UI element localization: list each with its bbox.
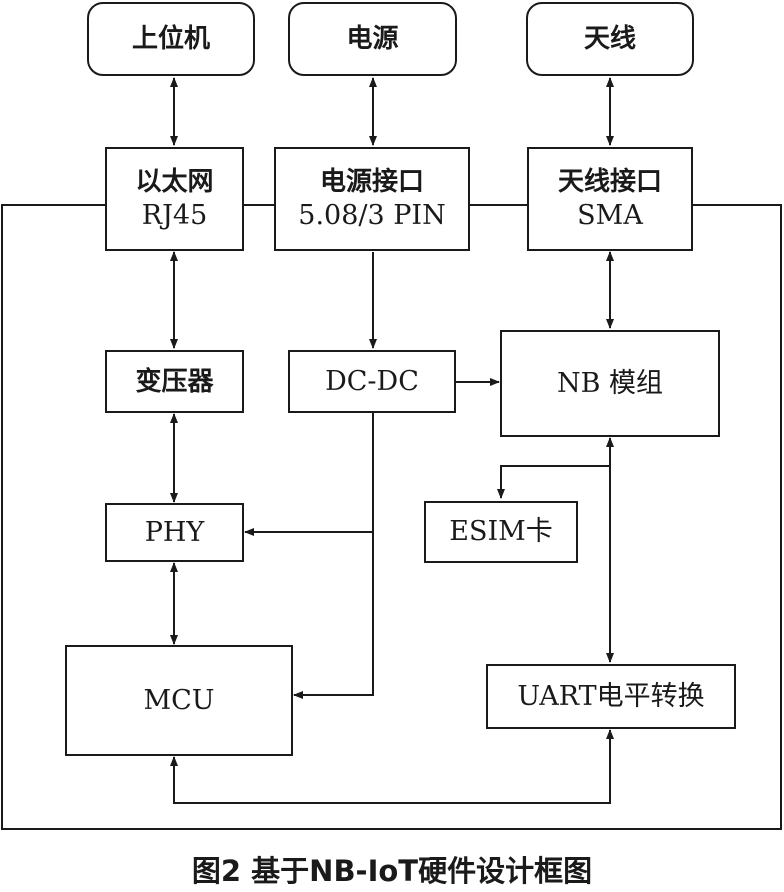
antenna-label: 天线: [583, 24, 636, 54]
dcdc-label: DC-DC: [325, 365, 419, 397]
sma-label: SMA: [577, 200, 643, 231]
figure-caption: 图2 基于NB-IoT硬件设计框图: [191, 854, 593, 888]
esim-node: ESIM卡: [424, 501, 578, 563]
uart-level-shift-node: UART电平转换: [486, 664, 736, 729]
nb-module-label: NB 模组: [556, 367, 664, 399]
nb-esim-link: [497, 465, 610, 499]
phy-label: PHY: [144, 516, 205, 548]
antenna-node: 天线: [526, 2, 694, 76]
power-source-label: 电源: [346, 24, 399, 54]
power-interface-node: 电源接口 5.08/3 PIN: [274, 147, 470, 251]
ethernet-label: 以太网: [135, 167, 214, 197]
esim-label: ESIM卡: [449, 516, 553, 547]
antenna-interface-node: 天线接口 SMA: [527, 147, 693, 251]
phy-node: PHY: [105, 503, 244, 562]
power-interface-label: 电源接口: [319, 167, 424, 197]
mcu-node: MCU: [65, 645, 293, 756]
mcu-label: MCU: [143, 684, 215, 716]
transformer-label: 变压器: [135, 366, 214, 397]
dcdc-node: DC-DC: [288, 350, 456, 413]
host-computer-node: 上位机: [87, 2, 255, 76]
power-source-node: 电源: [288, 2, 457, 76]
rj45-label: RJ45: [141, 200, 208, 231]
host-computer-label: 上位机: [131, 24, 210, 54]
ethernet-rj45-node: 以太网 RJ45: [105, 147, 244, 251]
transformer-node: 变压器: [105, 350, 244, 413]
mcu-uart-link: [170, 729, 614, 804]
uart-label: UART电平转换: [517, 680, 705, 712]
dcdc-supply-trunk: [293, 413, 374, 699]
antenna-interface-label: 天线接口: [557, 167, 662, 197]
power-pin-label: 5.08/3 PIN: [298, 200, 446, 231]
nb-module-node: NB 模组: [500, 330, 720, 437]
